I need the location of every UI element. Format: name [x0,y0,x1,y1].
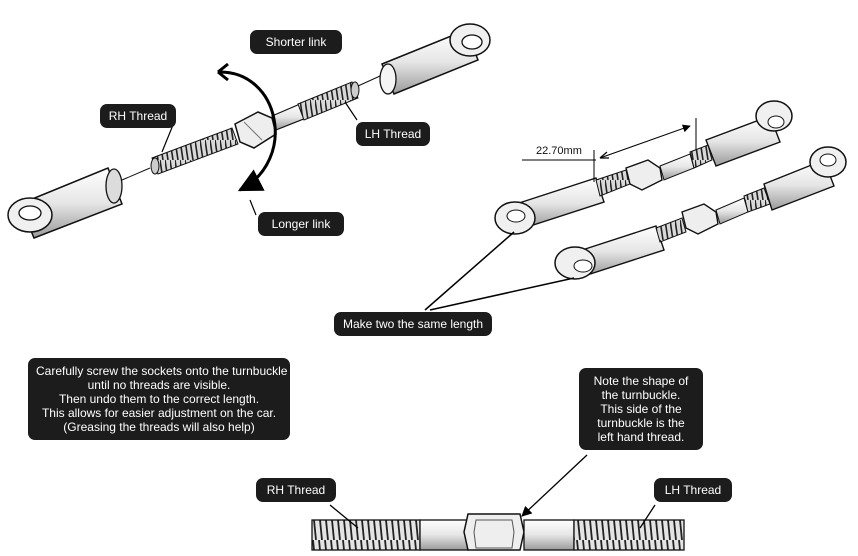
note-line: Note the shape of [593,374,689,388]
instruction-line: Then undo them to the correct length. [58,392,260,406]
lh-thread-label-bottom: LH Thread [654,478,732,502]
rotation-arrow [217,70,277,192]
assembled-rod-lower [554,146,847,280]
lh-thread-label-top: LH Thread [356,122,430,146]
instruction-line: This allows for easier adjustment on the… [41,406,277,420]
note-line: turnbuckle is the [597,416,685,430]
note-box: Note the shape of the turnbuckle. This s… [579,368,703,450]
lh-thread-segment [297,81,360,121]
instruction-line: until no threads are visible. [87,378,231,392]
same-length-label: Make two the same length [334,312,492,336]
note-line: This side of the [600,402,682,416]
dimension-marker [522,118,697,182]
instruction-line: Carefully screw the sockets onto the tur… [36,364,288,378]
assembled-rod-upper [494,100,793,235]
rh-thread-label-top: RH Thread [100,104,176,128]
shorter-link-label: Shorter link [250,30,342,54]
longer-link-label: Longer link [258,212,344,236]
left-socket [7,167,123,239]
rh-thread-label-bottom: RH Thread [256,478,336,502]
exploded-turnbuckle [7,23,491,239]
right-socket [379,23,491,95]
instructions-box: Carefully screw the sockets onto the tur… [28,358,290,440]
rh-thread-segment [150,127,239,175]
note-line: the turnbuckle. [601,388,681,402]
note-line: left hand thread. [597,430,685,444]
hex-nut [234,111,277,149]
instruction-line: (Greasing the threads will also help) [63,420,255,434]
bottom-turnbuckle [311,513,685,551]
dimension-label: 22.70mm [536,145,582,157]
